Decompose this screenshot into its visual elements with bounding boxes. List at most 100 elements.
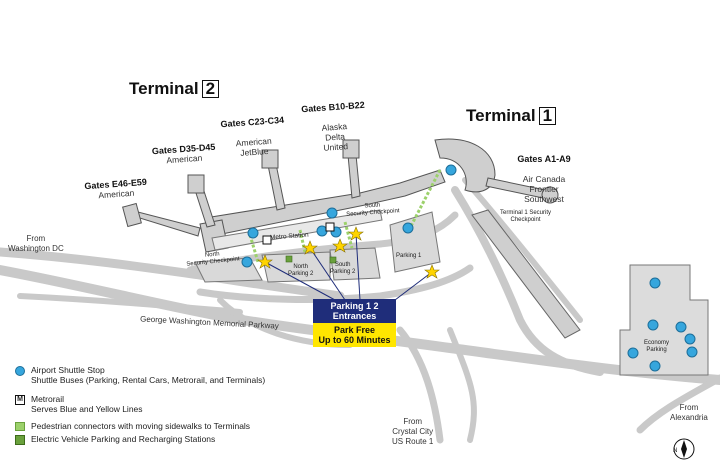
pier-b-head	[342, 139, 360, 159]
parking-banner: Parking 1 2 Entrances	[313, 299, 396, 323]
road-t1-south	[451, 186, 604, 376]
free-banner-line2: Up to 60 Minutes	[318, 335, 391, 345]
shuttle-stop	[684, 333, 696, 345]
legend-shuttle-title: Airport Shuttle Stop	[31, 365, 105, 375]
entrance-star	[332, 238, 348, 253]
legend-metro-text: Metrorail Serves Blue and Yellow Lines	[31, 394, 143, 414]
shuttle-stop-icon	[15, 366, 25, 376]
gate-b-airlines: Alaska Delta United	[321, 121, 349, 153]
entrance-star	[348, 226, 364, 241]
entrance-line-3	[355, 233, 361, 301]
map-legend: Airport Shuttle Stop Shuttle Buses (Park…	[15, 365, 315, 455]
road-from-alexandria	[636, 374, 720, 434]
pier-e	[128, 211, 201, 237]
gate-a-name: Gates A1-A9	[517, 154, 571, 164]
pier-d-head	[187, 174, 205, 194]
shuttle-stop	[649, 277, 661, 289]
metrorail-icon: M	[15, 395, 25, 405]
garage-south	[329, 247, 381, 281]
shuttle-stop	[326, 207, 338, 219]
south-parking-label: South Parking 2	[330, 262, 356, 275]
shuttle-stop	[445, 164, 457, 176]
terminal2-title-text: Terminal	[129, 79, 199, 98]
entrance-lines	[264, 233, 433, 301]
metrorail-icon	[262, 235, 272, 245]
shuttle-stops	[241, 164, 698, 372]
legend-row-pedestrian: Pedestrian connectors with moving sidewa…	[15, 421, 250, 431]
road-t1-inner	[462, 177, 583, 323]
pier-d	[194, 187, 216, 228]
legend-row-ev: Electric Vehicle Parking and Recharging …	[15, 434, 215, 445]
entrance-stars	[257, 226, 440, 279]
terminal1-checkpoint-label: Terminal 1 Security Checkpoint	[500, 210, 552, 223]
pier-c-head	[261, 149, 279, 169]
terminal2-concourse	[204, 169, 446, 237]
compass-icon: N	[673, 438, 695, 460]
free-banner-line1: Park Free	[333, 325, 376, 335]
parking1-label: Parking 1	[396, 253, 422, 259]
garage-parking1	[389, 211, 441, 273]
terminal1-title-text: Terminal	[466, 106, 536, 125]
ev-markers	[285, 255, 337, 264]
from-dc-label: From Washington DC	[8, 234, 64, 253]
legend-pedestrian-desc: Pedestrian connectors with moving sidewa…	[31, 421, 251, 431]
road-crystal-2	[447, 327, 477, 443]
compass-label: N	[673, 448, 677, 454]
ev-charging-icon	[15, 435, 25, 445]
shuttle-stop	[247, 227, 259, 239]
parking-garages	[194, 209, 709, 376]
connector-t1	[408, 169, 442, 229]
entrance-line-2	[309, 247, 346, 301]
legend-row-shuttle: Airport Shuttle Stop Shuttle Buses (Park…	[15, 365, 265, 385]
legend-row-metro: M Metrorail Serves Blue and Yellow Lines	[15, 394, 143, 414]
economy-parking-label: Economy Parking	[644, 340, 670, 353]
terminal1-hook	[434, 138, 496, 193]
garage-north	[261, 251, 331, 283]
gate-c-name: Gates C23-C34	[220, 114, 285, 130]
from-alexandria-label: From Alexandria	[670, 403, 708, 422]
legend-metro-desc: Serves Blue and Yellow Lines	[31, 404, 143, 414]
parking-banner-line1: Parking 1 2	[330, 301, 379, 311]
metro-markers	[262, 222, 335, 245]
connector-2	[298, 229, 307, 253]
terminal2-front-garage	[211, 209, 383, 251]
shuttle-stop	[675, 321, 687, 333]
connector-3	[343, 221, 354, 249]
free-banner: Park Free Up to 60 Minutes	[313, 323, 396, 347]
road-terminal-lower	[196, 264, 474, 303]
gate-b-name: Gates B10-B22	[300, 99, 365, 115]
pier-e-head	[122, 202, 142, 228]
pedestrian-connectors	[248, 169, 442, 263]
shuttle-stop	[647, 319, 659, 331]
parking-banner-line2: Entrances	[332, 311, 377, 321]
legend-metro-title: Metrorail	[31, 394, 65, 404]
entrance-line-4	[394, 271, 433, 301]
metrorail-icon	[325, 222, 335, 232]
shuttle-stop	[686, 346, 698, 358]
gate-label-b: Gates B10-B22 Alaska Delta United	[298, 90, 370, 155]
gate-a-airlines: Air Canada Frontier Southwest	[522, 174, 566, 204]
economy-parking-lot	[619, 264, 709, 376]
gate-label-a: Gates A1-A9 Air Canada Frontier Southwes…	[509, 144, 579, 204]
road-from-crystal	[396, 326, 444, 444]
from-crystal-label: From Crystal City US Route 1	[392, 417, 434, 446]
entrance-star	[424, 264, 440, 279]
shuttle-stop	[241, 256, 253, 268]
shuttle-stop	[402, 222, 414, 234]
terminal1-building	[434, 138, 559, 204]
ev-charging-icon	[285, 255, 293, 263]
pedestrian-connector-icon	[15, 422, 25, 431]
gate-c-airlines: American JetBlue	[235, 135, 272, 158]
shuttle-stop	[649, 360, 661, 372]
terminal2-number: 2	[201, 80, 220, 98]
entrance-line-1	[264, 261, 336, 301]
entrance-star	[302, 240, 318, 255]
legend-shuttle-desc: Shuttle Buses (Parking, Rental Cars, Met…	[31, 375, 266, 385]
parking-entrance-sign: Parking 1 2 Entrances Park Free Up to 60…	[313, 299, 396, 347]
pier-c	[267, 163, 286, 211]
terminal1-number: 1	[538, 107, 557, 125]
road-from-dc	[0, 247, 345, 301]
